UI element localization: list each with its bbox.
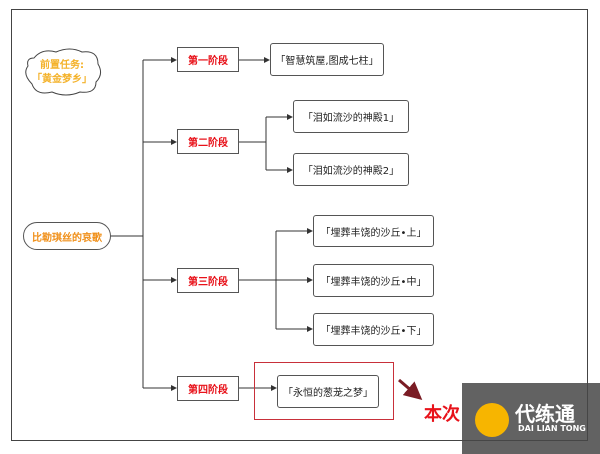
highlight-frame — [254, 362, 394, 420]
prerequisite-quest: 「黄金梦乡」 — [32, 74, 92, 85]
diagram-frame — [11, 9, 588, 441]
watermark-subtitle: DAI LIAN TONG — [518, 424, 586, 433]
root-quest: 比勒琪丝的哀歌 — [23, 222, 111, 250]
stage-4: 第四阶段 — [177, 376, 239, 401]
cloud-shape — [25, 48, 102, 96]
watermark-title: 代练通 — [515, 402, 575, 426]
watermark-logo-icon — [475, 403, 509, 437]
current-note: 本次 — [424, 404, 460, 425]
quest-box-current: 「永恒的葱茏之梦」 — [277, 375, 379, 408]
quest-box: 「埋葬丰饶的沙丘•中」 — [313, 264, 434, 297]
stage-2: 第二阶段 — [177, 129, 239, 154]
prerequisite-cloud: 前置任务: 「黄金梦乡」 — [22, 50, 102, 96]
stage-1: 第一阶段 — [177, 47, 239, 72]
quest-box: 「泪如流沙的神殿2」 — [293, 153, 409, 186]
stage-3: 第三阶段 — [177, 268, 239, 293]
quest-box: 「智慧筑屋,图成七柱」 — [270, 43, 384, 76]
quest-box: 「埋葬丰饶的沙丘•上」 — [313, 215, 434, 247]
quest-box: 「泪如流沙的神殿1」 — [293, 100, 409, 133]
prerequisite-label: 前置任务: — [40, 60, 84, 71]
quest-box: 「埋葬丰饶的沙丘•下」 — [313, 313, 434, 346]
